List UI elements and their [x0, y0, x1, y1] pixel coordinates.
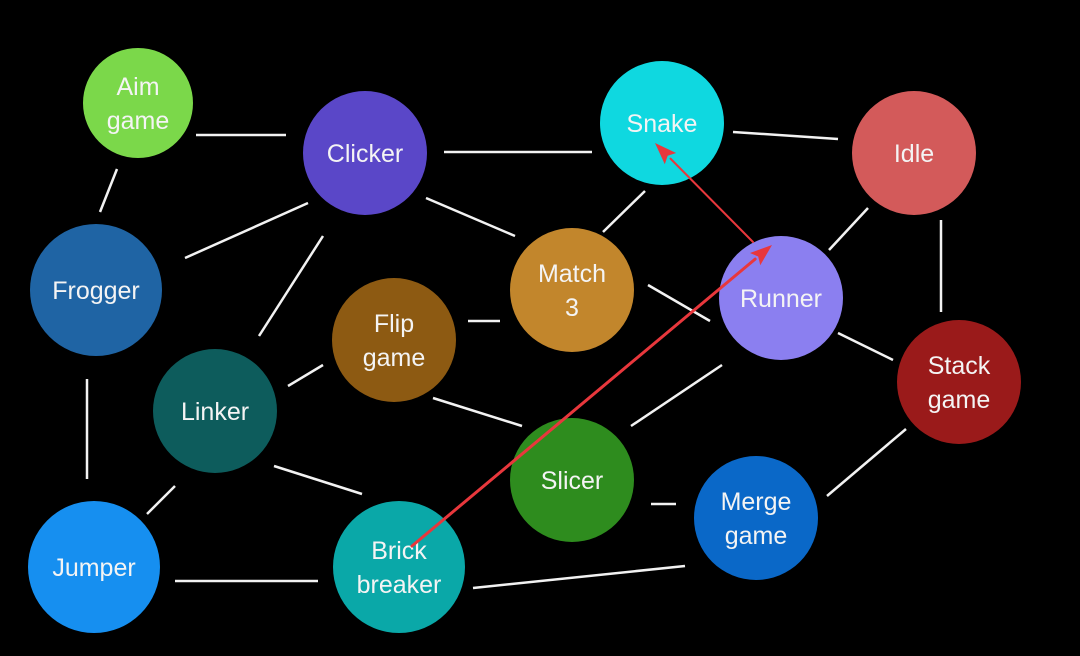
node-label: Stack	[928, 352, 991, 380]
arrow-head	[655, 143, 677, 165]
edge-match3-runner	[647, 283, 711, 323]
edge-aim-frogger	[98, 168, 119, 213]
node-circle[interactable]	[897, 320, 1021, 444]
edge-runner-slicer	[630, 363, 723, 428]
node-merge[interactable]: Merge game	[694, 456, 818, 580]
node-label: Merge	[721, 488, 792, 516]
arrow-shaft	[410, 257, 757, 548]
edge-merge-stack	[826, 428, 907, 497]
node-label: Frogger	[52, 277, 140, 305]
node-label: Aim	[116, 73, 159, 101]
node-label: Jumper	[52, 554, 135, 582]
node-jumper[interactable]: Jumper	[28, 501, 160, 633]
node-label: Idle	[894, 140, 934, 168]
node-circle[interactable]	[332, 278, 456, 402]
edge-clicker-match3	[425, 196, 516, 238]
edge-snake-idle	[732, 130, 839, 141]
arrow-shaft	[669, 157, 754, 243]
node-snake[interactable]: Snake	[600, 61, 724, 185]
node-circle[interactable]	[510, 418, 634, 542]
node-circle[interactable]	[153, 349, 277, 473]
node-clicker[interactable]: Clicker	[303, 91, 427, 215]
arrow-runner-to-snake	[655, 143, 754, 243]
node-circle[interactable]	[510, 228, 634, 352]
node-match3[interactable]: Match 3	[510, 228, 634, 352]
edge-clicker-linker	[257, 235, 325, 337]
node-circle[interactable]	[303, 91, 427, 215]
node-circle[interactable]	[333, 501, 465, 633]
edge-runner-stack	[837, 331, 894, 362]
node-aim[interactable]: Aim game	[83, 48, 193, 158]
edge-clicker-frogger	[184, 201, 309, 260]
node-circle[interactable]	[28, 501, 160, 633]
node-label: Clicker	[327, 140, 403, 168]
node-label: game	[928, 386, 991, 414]
node-stack[interactable]: Stack game	[897, 320, 1021, 444]
node-label: game	[107, 107, 170, 135]
node-label: Snake	[627, 110, 698, 138]
edge-snake-match3	[602, 190, 646, 233]
node-flip[interactable]: Flip game	[332, 278, 456, 402]
node-circle[interactable]	[83, 48, 193, 158]
node-label: Linker	[181, 398, 249, 426]
node-label: game	[363, 344, 426, 372]
node-label: 3	[565, 294, 579, 322]
node-slicer[interactable]: Slicer	[510, 418, 634, 542]
node-circle[interactable]	[694, 456, 818, 580]
arrows-layer	[410, 143, 772, 548]
node-circle[interactable]	[30, 224, 162, 356]
arrow-head	[749, 245, 772, 266]
node-frogger[interactable]: Frogger	[30, 224, 162, 356]
edge-merge-brick	[472, 564, 686, 590]
node-circle[interactable]	[600, 61, 724, 185]
node-linker[interactable]: Linker	[153, 349, 277, 473]
edge-linker-brick	[273, 464, 363, 496]
node-idle[interactable]: Idle	[852, 91, 976, 215]
node-label: Flip	[374, 310, 414, 338]
arrow-brick-to-runner	[410, 245, 772, 548]
node-circle[interactable]	[852, 91, 976, 215]
edge-flip-linker	[287, 363, 324, 388]
node-label: Runner	[740, 285, 822, 313]
node-label: breaker	[357, 571, 442, 599]
edge-flip-slicer	[432, 396, 523, 428]
edges-layer	[85, 130, 943, 590]
node-label: game	[725, 522, 788, 550]
edge-linker-jumper	[146, 485, 176, 515]
node-runner[interactable]: Runner	[719, 236, 843, 360]
node-label: Match	[538, 260, 606, 288]
node-circle[interactable]	[719, 236, 843, 360]
edge-idle-runner	[828, 207, 869, 251]
node-label: Slicer	[541, 467, 604, 495]
